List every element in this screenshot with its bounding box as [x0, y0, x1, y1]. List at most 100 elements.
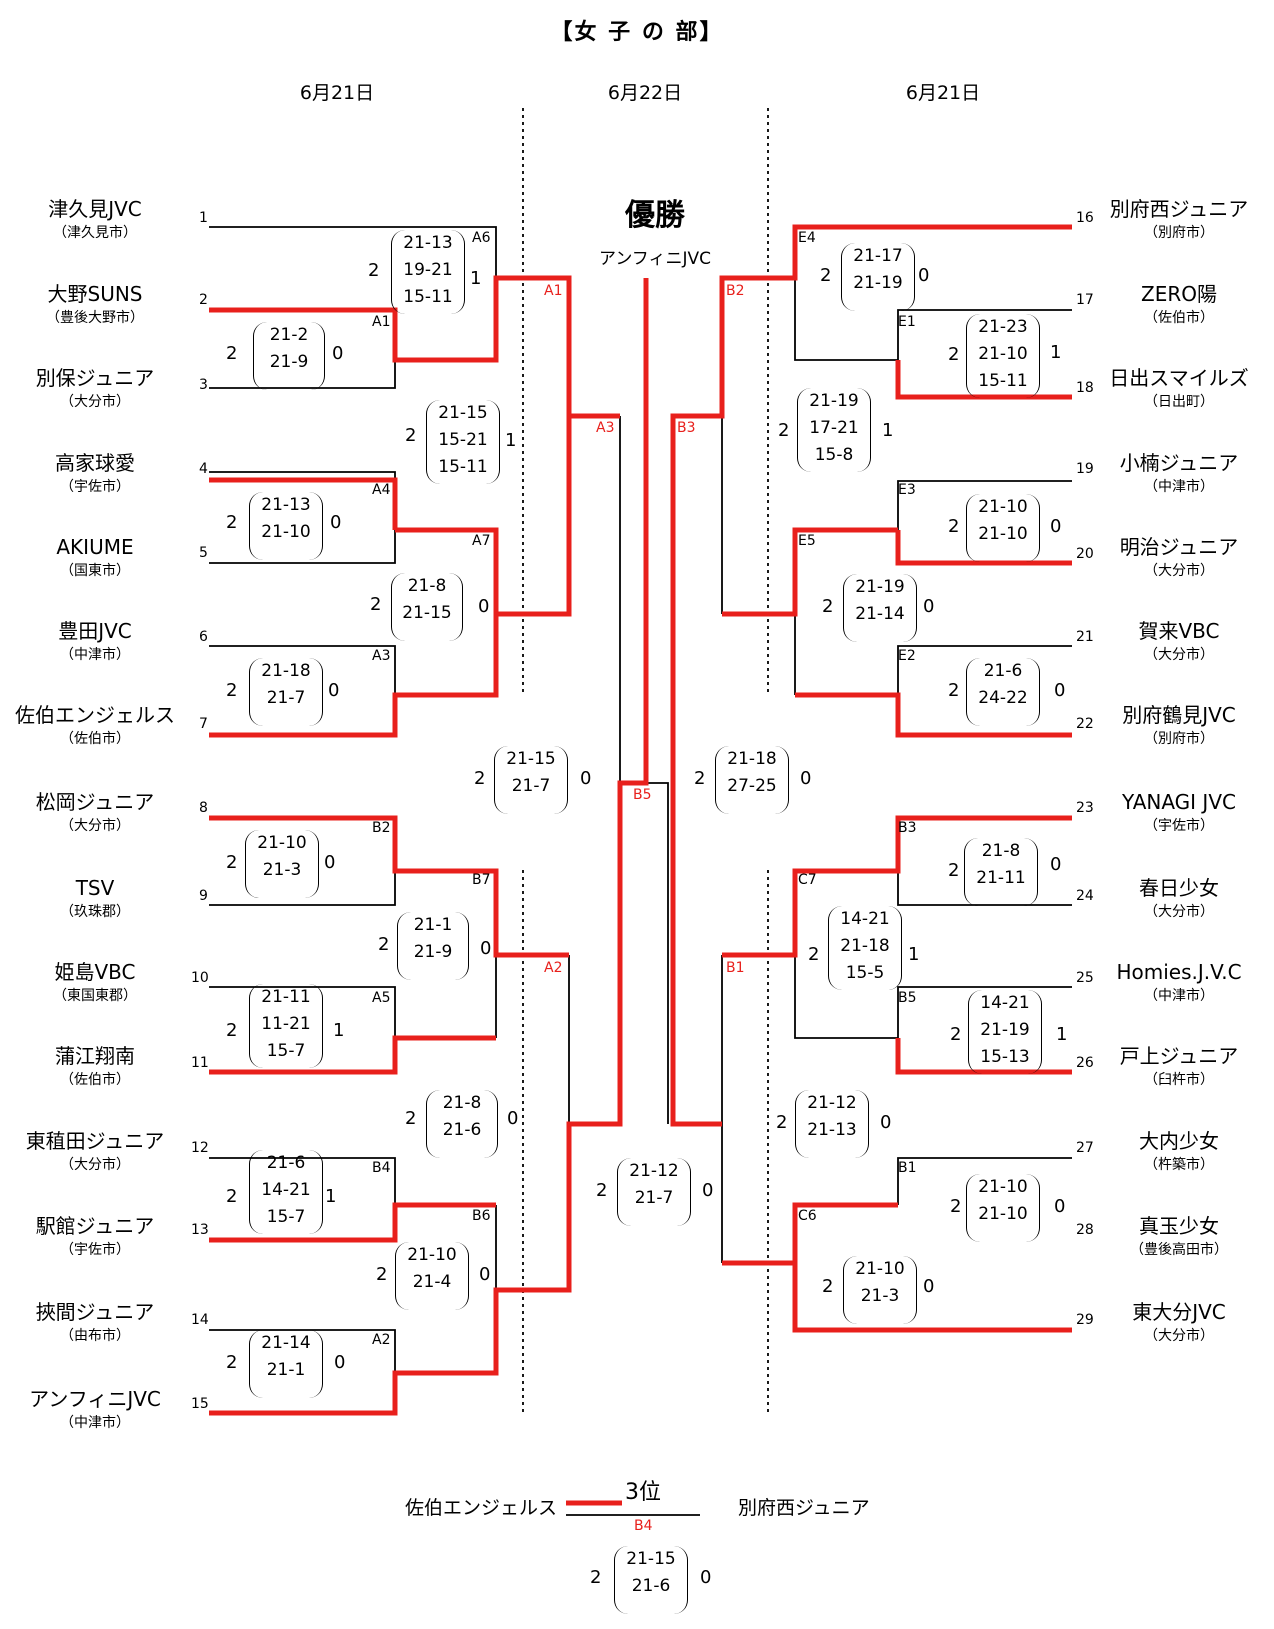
match-label: E5 [798, 533, 816, 549]
sets-loser: 0 [918, 265, 930, 286]
game-score: 15-13 [980, 1047, 1030, 1067]
sets-loser: 1 [470, 268, 482, 289]
team-left-9: TSV（玖珠郡） [0, 876, 190, 924]
sets-winner: 2 [948, 680, 960, 701]
game-score: 21-10 [261, 522, 311, 542]
game-score: 21-4 [412, 1272, 452, 1292]
game-score: 15-11 [438, 457, 488, 477]
sets-winner: 2 [590, 1567, 602, 1588]
team-city: （大分市） [1144, 647, 1214, 663]
seed-3: 3 [199, 377, 208, 393]
sets-winner: 2 [948, 860, 960, 881]
team-city: （中津市） [1144, 479, 1214, 495]
team-left-1: 津久見JVC （津久見市） [0, 197, 190, 245]
seed-29: 29 [1076, 1312, 1094, 1328]
team-city: （中津市） [60, 647, 130, 663]
team-city: （玖珠郡） [60, 904, 130, 920]
match-label: B2 [372, 820, 391, 836]
sets-winner: 2 [822, 596, 834, 617]
date-center: 6月22日 [607, 82, 683, 104]
seed-2: 2 [199, 292, 208, 308]
game-score: 21-18 [840, 936, 890, 956]
sets-loser: 0 [334, 1352, 346, 1373]
game-score: 21-10 [978, 1204, 1028, 1224]
sets-winner: 2 [376, 1264, 388, 1285]
seed-12: 12 [191, 1140, 209, 1156]
seed-28: 28 [1076, 1222, 1094, 1238]
sets-loser: 0 [923, 596, 935, 617]
sets-winner: 2 [370, 594, 382, 615]
sets-loser: 1 [1050, 342, 1062, 363]
game-score: 14-21 [840, 909, 890, 929]
team-right-24: 春日少女（大分市） [1084, 876, 1274, 924]
sets-loser: 1 [333, 1020, 345, 1041]
seed-14: 14 [191, 1312, 209, 1328]
team-name: 春日少女 [1139, 876, 1219, 900]
game-score: 21-14 [855, 604, 905, 624]
seed-27: 27 [1076, 1140, 1094, 1156]
game-score: 21-13 [403, 233, 453, 253]
team-city: （大分市） [60, 394, 130, 410]
game-score: 21-12 [807, 1093, 857, 1113]
match-label: A1 [372, 314, 391, 330]
match-label: B4 [372, 1160, 391, 1176]
sets-loser: 1 [882, 420, 894, 441]
team-name: 別保ジュニア [35, 366, 155, 390]
game-score: 21-15 [626, 1549, 676, 1569]
team-name: 日出スマイルズ [1109, 366, 1249, 390]
game-score: 21-8 [981, 841, 1021, 861]
team-name: 津久見JVC [48, 197, 142, 221]
team-left-11: 蒲江翔南（佐伯市） [0, 1044, 190, 1092]
seed-18: 18 [1076, 380, 1094, 396]
team-city: （中津市） [60, 1415, 130, 1431]
sets-loser: 1 [1056, 1024, 1068, 1045]
game-score: 21-15 [438, 403, 488, 423]
team-city: （宇佐市） [60, 479, 130, 495]
team-name: 挾間ジュニア [35, 1300, 155, 1324]
match-label: A3 [372, 648, 391, 664]
game-score: 15-11 [403, 287, 453, 307]
team-left-5: AKIUME（国東市） [0, 535, 190, 583]
seed-24: 24 [1076, 888, 1094, 904]
team-name: 佐伯エンジェルス [15, 703, 175, 727]
match-label: A2 [544, 960, 563, 976]
game-score: 19-21 [403, 260, 453, 280]
team-name: 高家球愛 [55, 451, 135, 475]
team-name: 戸上ジュニア [1119, 1044, 1239, 1068]
team-city: （佐伯市） [1144, 310, 1214, 326]
seed-23: 23 [1076, 800, 1094, 816]
team-name: 大野SUNS [47, 282, 143, 306]
team-left-4: 高家球愛 （宇佐市） [0, 451, 190, 499]
team-name: 蒲江翔南 [55, 1044, 135, 1068]
seed-17: 17 [1076, 292, 1094, 308]
third-place-team-left: 佐伯エンジェルス [405, 1497, 558, 1519]
sets-loser: 1 [908, 944, 920, 965]
team-city: （大分市） [1144, 1328, 1214, 1344]
team-city: （日出町） [1144, 394, 1214, 410]
sets-winner: 2 [405, 425, 417, 446]
game-score: 21-8 [442, 1093, 482, 1113]
team-name: アンフィニJVC [29, 1387, 161, 1411]
sets-loser: 0 [1050, 516, 1062, 537]
seed-10: 10 [191, 970, 209, 986]
team-city: （津久見市） [53, 225, 137, 241]
match-label: E2 [898, 648, 916, 664]
team-name: 姫島VBC [54, 960, 136, 984]
sets-loser: 0 [330, 512, 342, 533]
team-left-8: 松岡ジュニア（大分市） [0, 790, 190, 838]
seed-15: 15 [191, 1396, 209, 1412]
sets-winner: 2 [226, 680, 238, 701]
sets-winner: 2 [822, 1276, 834, 1297]
game-score: 27-25 [727, 776, 777, 796]
